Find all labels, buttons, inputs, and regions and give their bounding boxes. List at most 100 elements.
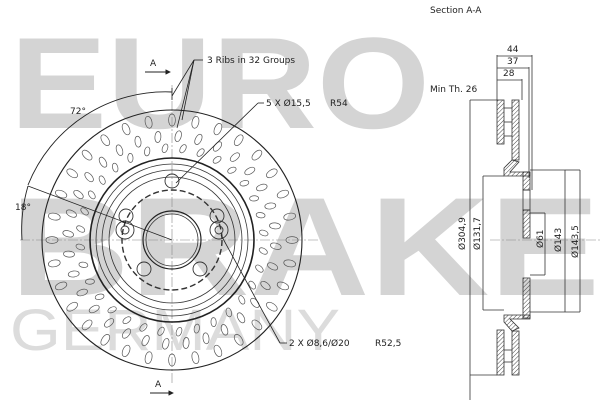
rib-slot [121,344,131,357]
rib-slot [260,281,271,290]
section-view: Section A-A Min Th. 26 44 37 28 [430,6,600,400]
hub-flange-lower [522,277,531,319]
hat-ring-4 [108,176,236,304]
rib-slot [251,319,263,331]
rib-slot [244,166,256,176]
rib-slot [251,149,263,161]
rib-slot [258,247,268,255]
rib-slot [233,334,244,346]
section-letter: A [150,59,157,69]
rib-slot [212,156,222,164]
rib-slot [76,288,88,297]
hat-ring-3 [101,169,243,311]
leader-line [181,59,195,121]
diameter-131-7: Ø131,7 [472,217,483,250]
rib-slot [196,148,205,157]
diameter-61: Ø61 [535,229,546,248]
rib-slot [259,229,269,237]
angle-arc-72 [27,91,173,186]
rib-slot [239,180,250,187]
friction-ring-inner-top [511,99,520,161]
friction-ring-outer-top [496,99,505,145]
rib-slot [266,301,278,312]
locating-hole-outer [209,220,229,240]
angle-label-72: 72° [70,107,86,117]
friction-ring-outer-bottom [496,329,505,376]
rib-slot [264,202,277,210]
rib-slot [144,351,153,364]
rib-slot [100,134,111,146]
watermark-germany: GERMANY [10,298,340,363]
rib-slot [210,317,217,327]
rib-slot [157,326,165,336]
min-thickness-label: Min Th. 26 [430,85,477,95]
locating-hole-inner [120,225,130,235]
width-44: 44 [507,45,519,55]
hat-neck-bottom [503,314,531,332]
rib-slot [227,166,237,174]
rib-slot [55,281,68,291]
locating-hole-outer [115,220,135,240]
rib-slot [213,123,223,136]
angle-label-18: 18° [15,203,31,213]
width-37: 37 [507,57,518,67]
rib-slot [75,243,85,251]
rib-slot [276,189,289,199]
center-bore-inner [145,213,199,267]
rib-slot [80,207,89,216]
hub-flange-upper [522,209,531,239]
rib-slot [269,222,281,230]
ribs-callout: 3 Ribs in 32 Groups [171,56,295,129]
bolt-hole [192,261,208,277]
rib-slot [98,156,108,168]
rib-slot [168,353,176,367]
bolt-hole [164,173,180,189]
bolt-circle [121,189,223,291]
rib-slot [225,307,232,318]
friction-ring-inner-bottom [511,330,520,376]
center-bore-outer [142,210,202,270]
rib-slot [134,135,142,148]
rib-slot [122,328,131,339]
rib-slot [115,144,124,156]
rib-slot [62,230,74,238]
rib-slot [285,236,299,244]
leader-line [220,234,281,344]
rib-slot [191,116,200,129]
rib-slot [238,295,246,305]
rib-slot [66,301,78,312]
front-view: 72° 18° A A 3 Ribs in 32 Groups 5 X Ø15,… [15,56,401,396]
bolt-holes-callout: 5 X Ø15,5 R54 [175,98,348,184]
rib-slot [194,133,203,145]
rib-slot [162,338,170,350]
rib-slot [283,212,296,221]
rib-slot [48,259,61,268]
rib-slot [213,344,223,357]
hat-ring-2 [95,163,249,317]
rib-slot [233,134,244,146]
section-marker-top: A [145,59,171,75]
rib-slot [73,190,84,199]
rib-slot [85,278,95,285]
locating-holes-radius: R52,5 [375,339,401,349]
rib-slot [248,280,256,290]
width-dimensions: 44 37 28 [496,45,533,190]
rib-slot [94,293,105,300]
rib-slot [182,337,190,349]
rib-slot [122,316,132,324]
rib-slot [266,168,278,179]
rib-slot [76,225,86,233]
angle-arc-18 [21,185,29,241]
hat-outer-ring [89,157,255,323]
rib-slot [175,327,183,337]
section-marker-bottom: A [150,380,174,396]
rib-slot [139,323,148,332]
rib-slot [270,242,282,250]
rib-slot [81,149,93,161]
locating-holes-callout: 2 X Ø8,6/Ø20 R52,5 [220,234,401,349]
rib-slot [249,195,259,202]
leader-line [171,59,195,97]
rib-slot [229,152,240,162]
rib-slot [144,116,153,129]
rib-slot [179,144,187,154]
